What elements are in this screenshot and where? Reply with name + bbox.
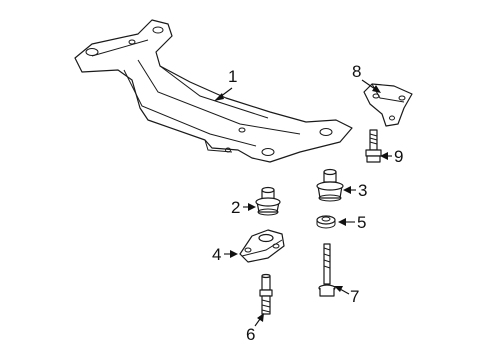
callout-9-label: 9 [394, 147, 403, 166]
bolt-7-part[interactable] [318, 243, 336, 297]
callout-5-label: 5 [357, 213, 366, 232]
callout-8: 8 [352, 62, 381, 93]
callout-9: 9 [380, 147, 403, 166]
callout-1: 1 [214, 67, 237, 101]
callout-2-label: 2 [231, 198, 240, 217]
callout-6-label: 6 [246, 325, 255, 344]
stud-part[interactable] [259, 273, 273, 315]
callout-1-label: 1 [228, 67, 237, 86]
callout-4-label: 4 [212, 245, 221, 264]
callout-3: 3 [343, 181, 367, 200]
callout-8-label: 8 [352, 62, 361, 81]
bolt-9-part[interactable] [365, 129, 382, 163]
callout-4: 4 [212, 245, 238, 264]
callout-7-label: 7 [350, 287, 359, 306]
bracket-plate-part[interactable] [239, 229, 285, 263]
callout-3-label: 3 [358, 181, 367, 200]
bushing-2-part[interactable] [255, 186, 281, 216]
crossmember-part[interactable] [74, 19, 353, 163]
bushing-3-part[interactable] [316, 168, 344, 202]
callout-7: 7 [334, 286, 359, 306]
callout-2: 2 [231, 198, 256, 217]
washer-part[interactable] [316, 215, 336, 229]
callout-6: 6 [246, 313, 264, 344]
bracket-part[interactable] [363, 83, 413, 127]
callout-5: 5 [338, 213, 366, 232]
